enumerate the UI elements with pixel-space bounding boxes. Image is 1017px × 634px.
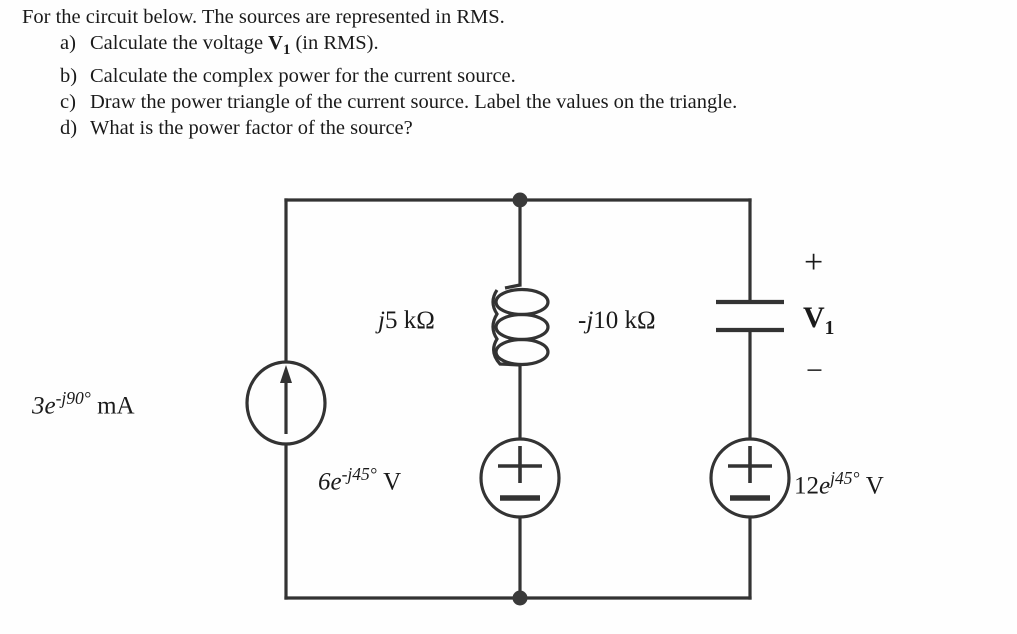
question-item-a: a) Calculate the voltage V1 (in RMS).: [22, 30, 982, 63]
middle-source-exponent: -j45°: [341, 464, 377, 484]
question-text-a-before: Calculate the voltage: [90, 32, 269, 54]
question-list: a) Calculate the voltage V1 (in RMS). b)…: [22, 30, 982, 141]
inductor-imag-prefix: j: [378, 307, 385, 334]
middle-source-magnitude: 6: [318, 468, 331, 496]
inductor-loop-2: [494, 312, 550, 342]
question-item-b: b) Calculate the complex power for the c…: [22, 63, 982, 89]
problem-statement: For the circuit below. The sources are r…: [22, 4, 982, 141]
inductor-symbol: [491, 283, 550, 367]
right-voltage-source-symbol: [709, 437, 791, 519]
question-marker-d: d): [60, 117, 78, 140]
circuit-diagram: 3e-j90° mA j5 kΩ -j10 kΩ + V1 − 6e-j45° …: [0, 150, 1017, 634]
current-source-arrow-head: [280, 365, 292, 383]
question-text-b: Calculate the complex power for the curr…: [90, 65, 516, 88]
circuit-schematic-svg: [245, 192, 791, 606]
capacitor-symbol: [716, 299, 784, 333]
v1-label-subscript: 1: [824, 318, 835, 339]
inductor-lead-in: [504, 283, 521, 290]
question-text-c: Draw the power triangle of the current s…: [90, 91, 738, 114]
inductor-loop-3: [494, 337, 550, 367]
question-marker-a: a): [60, 32, 76, 54]
inductor-label: j5 kΩ: [378, 308, 435, 333]
middle-voltage-source-symbol: [479, 437, 561, 519]
current-source-exponent: -j90°: [55, 388, 91, 408]
question-a-symbol-letter: V: [268, 32, 283, 54]
middle-source-unit: V: [383, 468, 402, 496]
capacitor-label: -j10 kΩ: [578, 308, 656, 333]
question-text-a-after: (in RMS).: [290, 32, 379, 54]
current-source-label: 3e-j90° mA: [32, 388, 135, 420]
inductor-value: 5 kΩ: [384, 307, 435, 334]
question-marker-b: b): [60, 65, 78, 88]
node-dot-bottom: [512, 590, 528, 606]
current-source-base: e: [44, 392, 56, 420]
right-voltage-source-label: 12ej45° V: [794, 468, 884, 500]
intro-text: For the circuit below. The sources are r…: [22, 6, 505, 28]
right-source-exponent: j45°: [830, 468, 860, 488]
right-source-unit: V: [865, 472, 884, 500]
question-text-d: What is the power factor of the source?: [90, 117, 413, 140]
inductor-left-spine: [491, 289, 521, 367]
right-source-magnitude: 12: [794, 472, 819, 500]
question-marker-c: c): [60, 91, 76, 114]
capacitor-imag-prefix: -j: [578, 307, 594, 334]
current-source-symbol: [245, 360, 327, 446]
question-a-symbol-subscript: 1: [282, 42, 291, 59]
inductor-loop-1: [494, 287, 550, 317]
question-item-c: c) Draw the power triangle of the curren…: [22, 89, 982, 115]
right-source-base: e: [819, 472, 831, 500]
question-item-d: d) What is the power factor of the sourc…: [22, 115, 982, 141]
v1-minus-sign: −: [806, 354, 823, 387]
middle-source-base: e: [330, 468, 342, 496]
current-source-magnitude: 3: [32, 392, 45, 420]
current-source-unit: mA: [97, 392, 135, 420]
question-text-a: Calculate the voltage V1 (in RMS).: [90, 30, 379, 63]
v1-label-letter: V: [803, 301, 825, 334]
capacitor-value: 10 kΩ: [593, 307, 656, 334]
middle-voltage-source-label: 6e-j45° V: [318, 464, 402, 496]
v1-plus-sign: +: [804, 244, 824, 281]
question-a-symbol: V1: [268, 32, 290, 58]
node-dot-top: [512, 192, 528, 208]
v1-label: V1: [803, 303, 834, 339]
